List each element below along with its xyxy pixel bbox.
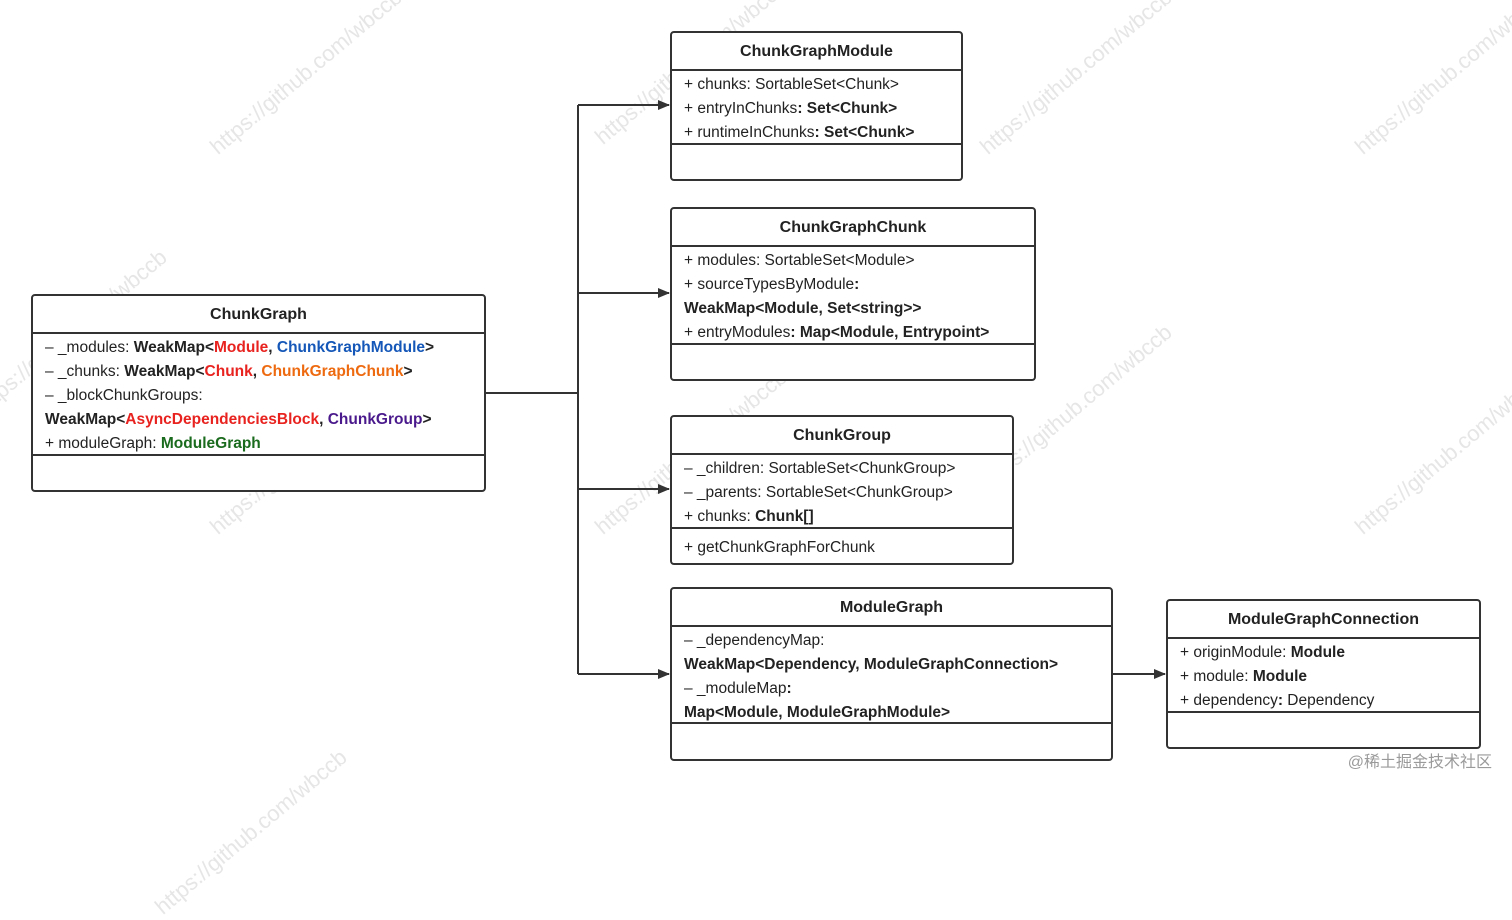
attribute-sep: >: [422, 411, 432, 428]
attribute-sep: :: [786, 680, 792, 697]
attribute-key-type: Module: [214, 339, 269, 356]
attribute-parents: – _parents: SortableSet<ChunkGroup>: [684, 484, 953, 501]
attribute-sep: :: [1277, 692, 1283, 709]
attribute-type: WeakMap<: [45, 411, 126, 428]
attribute-type: : Set<Chunk>: [814, 124, 915, 141]
attribute-value-type: ChunkGraphModule: [276, 339, 425, 356]
attribute-key-type: Chunk: [204, 363, 253, 380]
class-box-chunk-graph[interactable]: ChunkGraph – _modules: WeakMap<Module, C…: [31, 294, 486, 492]
class-operations: [33, 456, 484, 462]
attribute-origin-module: + originModule: Module: [1180, 641, 1479, 665]
class-box-module-graph[interactable]: ModuleGraph – _dependencyMap: WeakMap<De…: [670, 587, 1113, 761]
attribute-text: + dependency: [1180, 692, 1278, 709]
attribute-type: Chunk[]: [755, 508, 814, 525]
class-operations: [672, 345, 1034, 351]
class-attributes: – _dependencyMap: WeakMap<Dependency, Mo…: [672, 627, 1111, 724]
attribute-sep: >: [425, 339, 435, 356]
attribute-sep: ,: [319, 411, 328, 428]
operation-get-chunk-graph-for-chunk: + getChunkGraphForChunk: [684, 539, 875, 556]
attribute-source-types-by-module: + sourceTypesByModule:: [684, 273, 1034, 297]
attribute-text: + chunks:: [684, 508, 756, 525]
attribute-module-map: – _moduleMap:: [684, 677, 1111, 701]
attribute-text: – _chunks:: [45, 363, 125, 380]
attribute-text: – _moduleMap: [684, 680, 787, 697]
attribute-text: + entryInChunks: [684, 100, 798, 117]
attribute-text: + sourceTypesByModule: [684, 276, 855, 293]
attribute-chunks: + chunks: SortableSet<Chunk>: [684, 76, 899, 93]
connector-layer: [486, 100, 1166, 679]
attribute-modules: – _modules: WeakMap<Module, ChunkGraphMo…: [45, 336, 484, 360]
attribute-block-chunk-groups-type: WeakMap<AsyncDependenciesBlock, ChunkGro…: [33, 408, 484, 432]
class-title: ModuleGraphConnection: [1168, 601, 1479, 639]
attribute-module: + module: Module: [1180, 665, 1479, 689]
attribute-type: WeakMap<: [133, 339, 215, 356]
attribute-text: + originModule:: [1180, 644, 1291, 661]
attribute-text: + moduleGraph:: [45, 435, 161, 452]
attribute-dependency-map: – _dependencyMap:: [684, 632, 825, 649]
class-box-chunk-graph-chunk[interactable]: ChunkGraphChunk + modules: SortableSet<M…: [670, 207, 1036, 381]
attribute-text: + module:: [1180, 668, 1253, 685]
class-title: ChunkGraph: [33, 296, 484, 334]
attribute-module-map-type: Map<Module, ModuleGraphModule>: [684, 704, 951, 721]
attribute-sep: :: [854, 276, 860, 293]
attribute-chunks: – _chunks: WeakMap<Chunk, ChunkGraphChun…: [45, 360, 484, 384]
attribute-type: Dependency: [1283, 692, 1375, 709]
class-attributes: – _children: SortableSet<ChunkGroup> – _…: [672, 455, 1012, 529]
attribute-module-graph: + moduleGraph: ModuleGraph: [45, 432, 484, 456]
attribute-source-types-by-module-type: WeakMap<Module, Set<string>>: [684, 300, 922, 317]
attribute-value-type: ModuleGraph: [160, 435, 261, 452]
class-box-chunk-graph-module[interactable]: ChunkGraphModule + chunks: SortableSet<C…: [670, 31, 963, 181]
attribute-type: : Map<Module, Entrypoint>: [790, 324, 990, 341]
attribute-sep: ,: [268, 339, 277, 356]
attribute-entry-in-chunks: + entryInChunks: Set<Chunk>: [684, 97, 961, 121]
attribute-type: : Set<Chunk>: [797, 100, 898, 117]
attribute-dependency-map-type: WeakMap<Dependency, ModuleGraphConnectio…: [684, 656, 1059, 673]
class-box-module-graph-connection[interactable]: ModuleGraphConnection + originModule: Mo…: [1166, 599, 1481, 749]
attribute-text: + entryModules: [684, 324, 791, 341]
class-title: ChunkGraphChunk: [672, 209, 1034, 247]
attribute-type: Module: [1252, 668, 1308, 685]
class-operations: [672, 145, 961, 151]
class-title: ModuleGraph: [672, 589, 1111, 627]
source-tag: @稀土掘金技术社区: [1347, 754, 1492, 771]
class-title: ChunkGraphModule: [672, 33, 961, 71]
attribute-value-type: ChunkGroup: [327, 411, 423, 428]
attribute-dependency: + dependency: Dependency: [1180, 689, 1479, 713]
class-attributes: + originModule: Module + module: Module …: [1168, 639, 1479, 713]
attribute-type: Module: [1290, 644, 1345, 661]
attribute-runtime-in-chunks: + runtimeInChunks: Set<Chunk>: [684, 121, 961, 145]
class-attributes: + modules: SortableSet<Module> + sourceT…: [672, 247, 1034, 345]
attribute-chunks: + chunks: Chunk[]: [684, 505, 1012, 529]
attribute-type: WeakMap<: [124, 363, 205, 380]
class-attributes: + chunks: SortableSet<Chunk> + entryInCh…: [672, 71, 961, 145]
attribute-children: – _children: SortableSet<ChunkGroup>: [684, 460, 956, 477]
attribute-sep: >: [403, 363, 413, 380]
class-title: ChunkGroup: [672, 417, 1012, 455]
class-operations: + getChunkGraphForChunk: [672, 529, 1012, 560]
attribute-text: + runtimeInChunks: [684, 124, 815, 141]
attribute-block-chunk-groups: – _blockChunkGroups:: [45, 387, 203, 404]
attribute-entry-modules: + entryModules: Map<Module, Entrypoint>: [684, 321, 1034, 345]
attribute-value-type: ChunkGraphChunk: [261, 363, 404, 380]
attribute-sep: ,: [252, 363, 262, 380]
attribute-modules: + modules: SortableSet<Module>: [684, 252, 915, 269]
class-box-chunk-group[interactable]: ChunkGroup – _children: SortableSet<Chun…: [670, 415, 1014, 565]
attribute-key-type: AsyncDependenciesBlock: [125, 411, 320, 428]
class-operations: [1168, 713, 1479, 719]
class-attributes: – _modules: WeakMap<Module, ChunkGraphMo…: [33, 334, 484, 456]
attribute-text: – _modules:: [45, 339, 134, 356]
